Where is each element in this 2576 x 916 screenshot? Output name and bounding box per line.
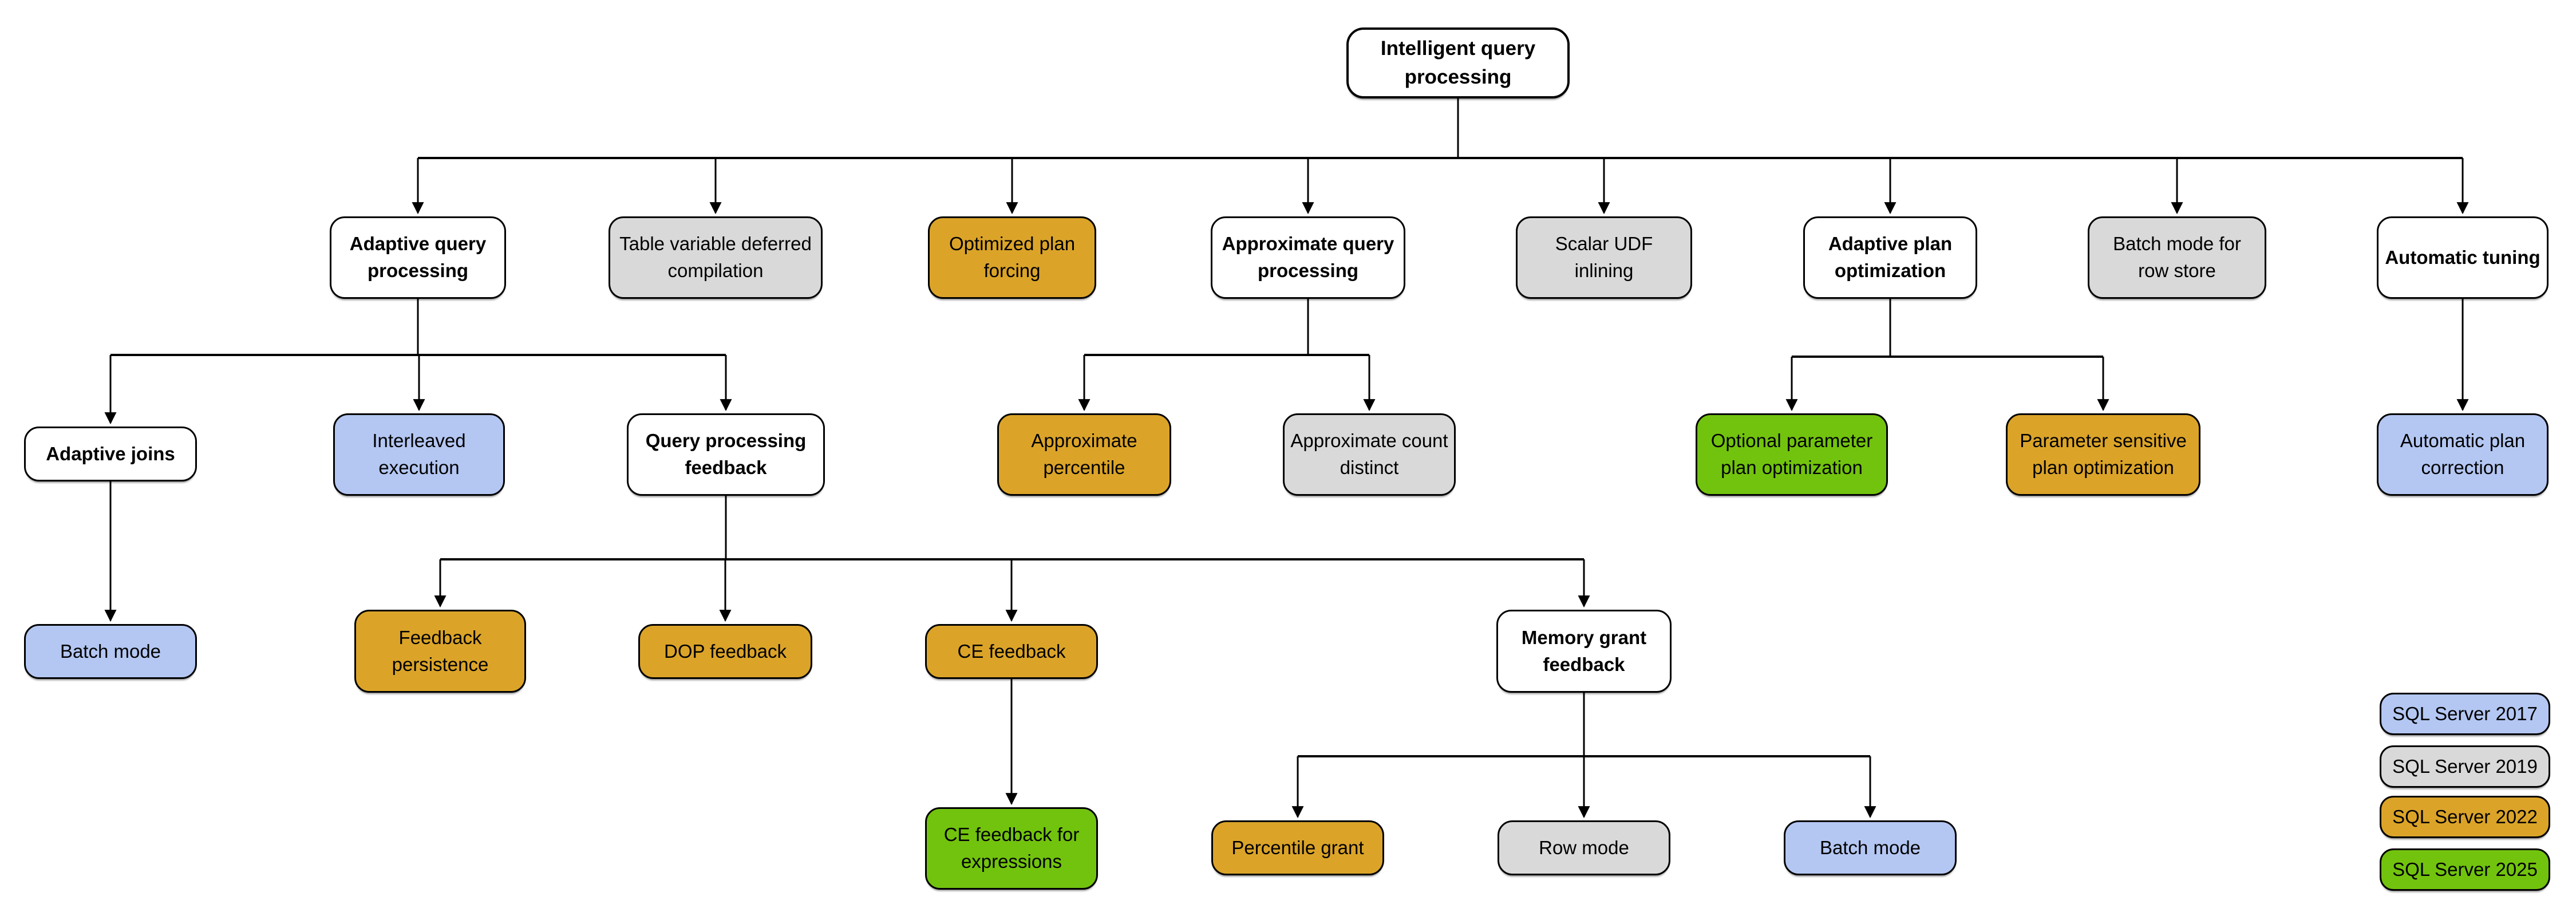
node-label: Approximate query processing (1222, 233, 1394, 281)
node-percentile-grant: Percentile grant (1211, 820, 1384, 875)
node-approximate-count-distinct: Approximate count distinct (1283, 413, 1456, 496)
legend-item-sql-server-2019: SQL Server 2019 (2380, 745, 2550, 788)
node-label: Adaptive joins (46, 443, 175, 464)
node-label: Batch mode (60, 640, 161, 662)
node-scalar-udf-inlining: Scalar UDF inlining (1516, 216, 1692, 299)
legend-label: SQL Server 2025 (2392, 859, 2538, 880)
node-label: Percentile grant (1231, 836, 1364, 858)
node-label: Intelligent query processing (1380, 37, 1536, 88)
node-label: Approximate count distinct (1290, 430, 1448, 478)
node-label: Approximate percentile (1031, 430, 1137, 478)
legend-item-sql-server-2022: SQL Server 2022 (2380, 796, 2550, 838)
legend-label: SQL Server 2022 (2392, 806, 2538, 827)
node-feedback-persistence: Feedback persistence (354, 610, 526, 693)
node-label: DOP feedback (663, 640, 787, 662)
legend-item-sql-server-2025: SQL Server 2025 (2380, 848, 2550, 891)
node-label: Batch mode (1819, 836, 1921, 858)
node-batch-mode-memory-grant: Batch mode (1784, 820, 1957, 875)
node-label: Table variable deferred compilation (619, 233, 812, 281)
node-label: Feedback persistence (392, 626, 489, 675)
node-label: Adaptive query processing (349, 233, 487, 281)
node-label: CE feedback (957, 640, 1066, 662)
node-parameter-sensitive-plan-optimization: Parameter sensitive plan optimization (2006, 413, 2200, 496)
node-label: Batch mode for row store (2113, 233, 2241, 281)
node-label: Scalar UDF inlining (1555, 233, 1653, 281)
node-label: Row mode (1539, 836, 1629, 858)
node-query-processing-feedback: Query processing feedback (627, 413, 825, 496)
legend-label: SQL Server 2019 (2392, 756, 2538, 777)
node-approximate-query-processing: Approximate query processing (1211, 216, 1405, 299)
node-batch-mode-adaptive-joins: Batch mode (24, 624, 197, 679)
node-optimized-plan-forcing: Optimized plan forcing (928, 216, 1096, 299)
node-label: Query processing feedback (645, 430, 807, 478)
node-table-variable-deferred-compilation: Table variable deferred compilation (609, 216, 823, 299)
node-approximate-percentile: Approximate percentile (997, 413, 1171, 496)
node-label: Optimized plan forcing (949, 233, 1076, 281)
node-ce-feedback-for-expressions: CE feedback for expressions (925, 807, 1098, 890)
legend-item-sql-server-2017: SQL Server 2017 (2380, 693, 2550, 735)
node-automatic-plan-correction: Automatic plan correction (2377, 413, 2549, 496)
node-interleaved-execution: Interleaved execution (333, 413, 505, 496)
node-adaptive-joins: Adaptive joins (24, 427, 197, 481)
node-label: Optional parameter plan optimization (1710, 430, 1873, 478)
node-automatic-tuning: Automatic tuning (2377, 216, 2549, 299)
node-label: CE feedback for expressions (943, 824, 1080, 872)
node-ce-feedback: CE feedback (925, 624, 1098, 679)
node-adaptive-query-processing: Adaptive query processing (330, 216, 506, 299)
node-label: Automatic plan correction (2400, 430, 2526, 478)
legend-label: SQL Server 2017 (2392, 703, 2538, 724)
node-label: Memory grant feedback (1521, 626, 1647, 675)
node-label: Parameter sensitive plan optimization (2020, 430, 2187, 478)
node-row-mode: Row mode (1498, 820, 1670, 875)
node-dop-feedback: DOP feedback (638, 624, 812, 679)
node-label: Interleaved execution (372, 430, 466, 478)
node-memory-grant-feedback: Memory grant feedback (1496, 610, 1672, 693)
node-optional-parameter-plan-optimization: Optional parameter plan optimization (1696, 413, 1888, 496)
node-adaptive-plan-optimization: Adaptive plan optimization (1803, 216, 1977, 299)
node-intelligent-query-processing: Intelligent query processing (1346, 27, 1570, 98)
node-batch-mode-for-row-store: Batch mode for row store (2088, 216, 2266, 299)
node-label: Adaptive plan optimization (1828, 233, 1953, 281)
node-label: Automatic tuning (2385, 246, 2541, 268)
